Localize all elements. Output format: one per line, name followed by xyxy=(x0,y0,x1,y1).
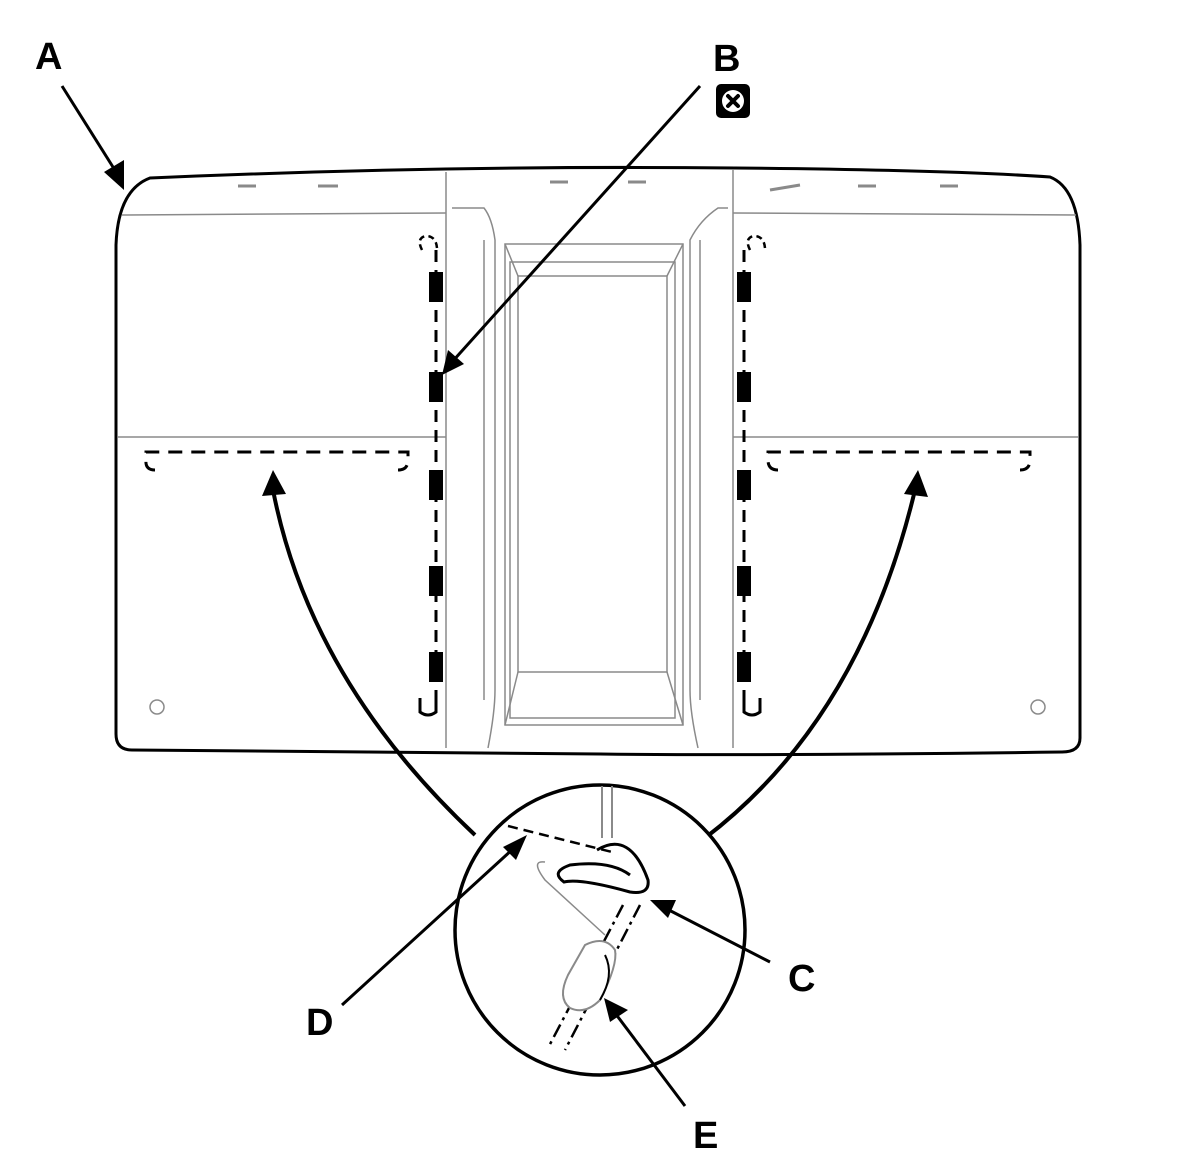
panel-a xyxy=(114,165,1082,757)
detail-circle xyxy=(453,783,747,1077)
clip-e-shape xyxy=(562,940,617,1012)
clip-b-5 xyxy=(429,652,443,682)
clip-c-shape xyxy=(556,842,650,894)
left-vertical-clip-row xyxy=(418,234,443,717)
clip-b-4 xyxy=(429,566,443,596)
right-vertical-clip-row xyxy=(737,234,767,717)
leader-arrowheads xyxy=(104,160,676,1022)
clip-b-2 xyxy=(429,372,443,402)
left-horizontal-clip-line xyxy=(144,450,410,472)
leader-lines xyxy=(60,84,771,1107)
right-horizontal-clip-line xyxy=(766,450,1032,472)
callout-a-label: A xyxy=(35,36,63,78)
clip-b-1 xyxy=(429,272,443,302)
callout-b-label: B xyxy=(713,38,741,80)
detail-pointer-arrows xyxy=(271,489,917,840)
clip-b-3 xyxy=(429,470,443,500)
callout-d-label: D xyxy=(306,1002,334,1044)
callout-e-label: E xyxy=(693,1115,719,1157)
callout-c-label: C xyxy=(788,958,816,1000)
center-channel xyxy=(452,207,728,749)
x-in-square-icon xyxy=(716,84,750,118)
